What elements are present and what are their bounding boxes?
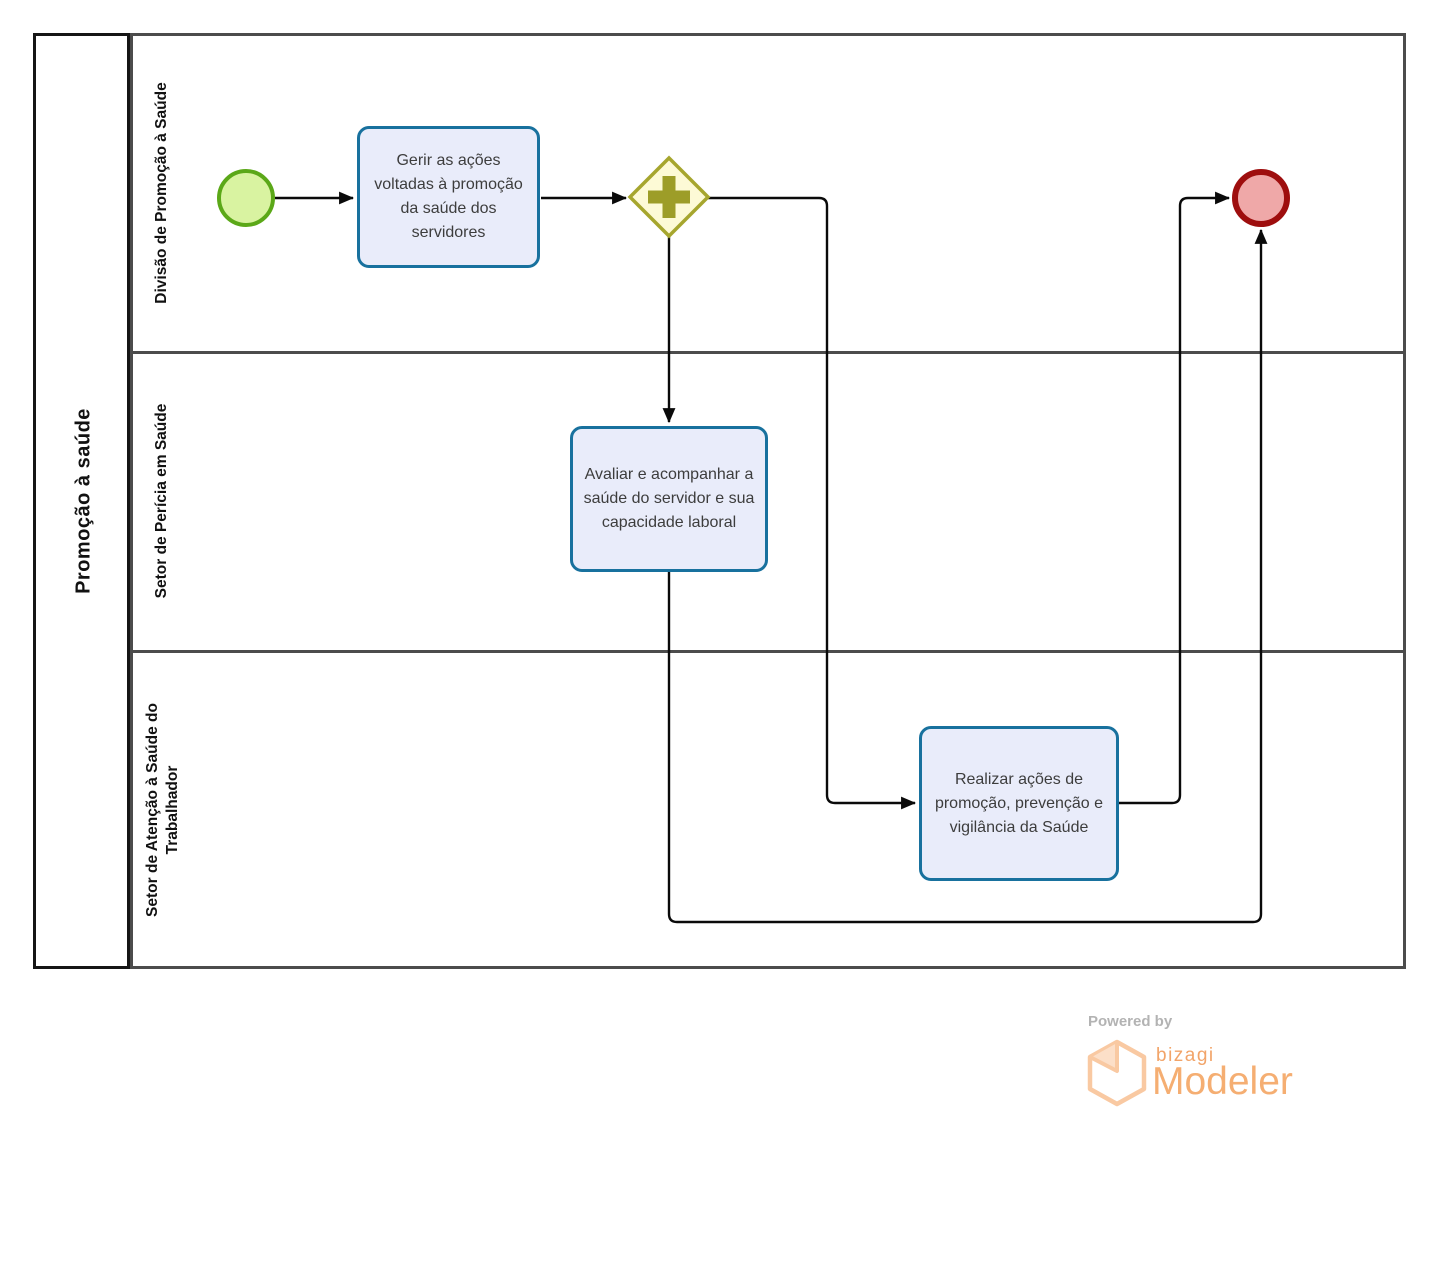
modeler-product-text: Modeler (1152, 1060, 1293, 1103)
task-label: Avaliar e acompanhar a saúde do servidor… (583, 466, 755, 531)
powered-by-label: Powered by (1088, 1013, 1173, 1030)
task-label: Gerir as ações voltadas à promoção da sa… (374, 152, 523, 241)
bizagi-logo-icon (1087, 1039, 1147, 1107)
start-event[interactable] (217, 169, 275, 227)
task-avaliar-acompanhar[interactable]: Avaliar e acompanhar a saúde do servidor… (570, 426, 768, 572)
parallel-gateway-plus-icon (648, 176, 690, 218)
task-gerir-acoes[interactable]: Gerir as ações voltadas à promoção da sa… (357, 126, 540, 268)
sequence-flow-gateway-to-realizar (708, 196, 917, 810)
task-label: Realizar ações de promoção, prevenção e … (934, 770, 1104, 836)
sequence-flow-realizar-to-end (1119, 191, 1231, 805)
lane-divider (131, 650, 1405, 653)
pool-header (33, 33, 130, 969)
end-event[interactable] (1232, 169, 1290, 227)
pool-body (130, 33, 1406, 969)
lane-divider (131, 351, 1405, 354)
task-realizar-acoes[interactable]: Realizar ações de promoção, prevenção e … (919, 726, 1119, 881)
sequence-flow-avaliar-to-end (667, 228, 1268, 924)
bizagi-brand-text: bizagi (1156, 1045, 1215, 1066)
